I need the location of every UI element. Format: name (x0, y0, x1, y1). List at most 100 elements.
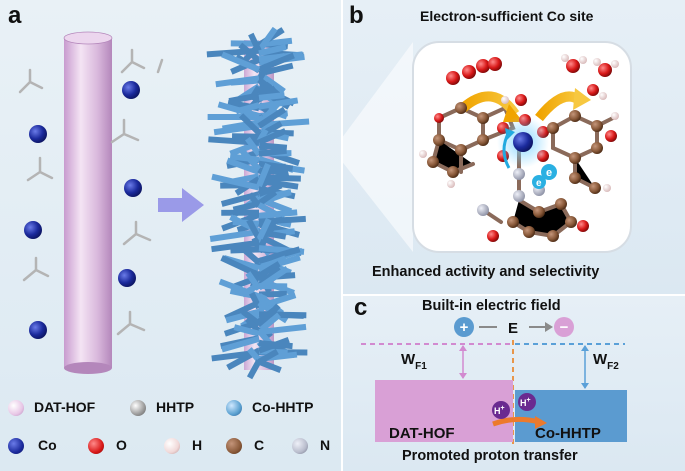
legend-c: C (254, 437, 265, 453)
panel-a (0, 0, 341, 471)
co-hhtp-stick (256, 162, 271, 188)
co-hhtp-stick (246, 218, 262, 241)
co-hhtp-stick (244, 316, 262, 334)
dat-hof-rod (63, 31, 113, 374)
oxygen-atom-icon (88, 438, 104, 454)
nitrogen-atom-icon (292, 438, 308, 454)
co-hhtp-stick (258, 209, 298, 219)
co-hhtp-stick (258, 323, 307, 336)
panel-c-caption: Promoted proton transfer (402, 448, 578, 464)
wf1-label: WF1 (401, 351, 427, 372)
co-hhtp-stick (256, 26, 278, 53)
co-hhtp-stick (220, 255, 261, 278)
co-hhtp-stick (257, 336, 290, 354)
legend-hhtp: HHTP (156, 399, 195, 415)
co-hhtp-stick (257, 261, 281, 279)
co-hhtp-stick (257, 265, 290, 291)
co-hhtp-stick (211, 239, 260, 253)
legend-h: H (192, 437, 203, 453)
legend-co: Co (38, 437, 57, 453)
cobalt-atoms (24, 81, 142, 339)
co-hhtp-stick (258, 147, 287, 157)
dat-hof-block (375, 380, 513, 442)
co-hhtp-stick (230, 77, 260, 86)
hydrogen-atoms (419, 54, 619, 192)
co-hhtp-stick (258, 142, 288, 151)
co-hhtp-stick (245, 271, 262, 291)
electron-icon-2 (532, 175, 546, 189)
panel-c: + − E WF1 WF2 H+ H+ DAT-HOF Co-HHTP (343, 296, 685, 471)
co-hhtp-stick (211, 173, 260, 191)
co-hhtp-stick (258, 254, 301, 273)
legend-o: O (116, 437, 127, 453)
co-hhtp-stick (258, 290, 287, 298)
co-hhtp-stick (221, 335, 260, 353)
panel-label-b: b (349, 2, 364, 29)
dat-hof-label: DAT-HOF (389, 425, 455, 442)
proton-label-1: H+ (494, 405, 505, 416)
panel-b-title: Electron-sufficient Co site (420, 8, 594, 24)
co-hhtp-stick (238, 42, 261, 63)
hhtp-linkers (18, 48, 164, 336)
proton-icon-2 (518, 393, 536, 411)
co-hhtp-stick (241, 309, 261, 327)
co-hhtp-stick (233, 324, 260, 337)
co-hhtp-stick (258, 92, 285, 101)
co-hhtp-stick (245, 136, 262, 157)
co-hhtp-stick (238, 147, 262, 172)
legend-n: N (320, 437, 331, 453)
panel-b: e e (343, 0, 685, 294)
transformation-arrow-icon (158, 188, 204, 222)
co-hhtp-stick (256, 217, 272, 242)
cobalt-site-atom (513, 132, 533, 152)
gray-sphere-icon (130, 400, 146, 416)
field-label: E (508, 320, 518, 337)
panel-label-a: a (8, 2, 22, 29)
co-hhtp-stick (258, 174, 301, 182)
co-hhtp-stick (232, 200, 260, 213)
co-hhtp-stick (257, 106, 287, 129)
co-hhtp-stick (226, 157, 261, 175)
hydrogen-atom-icon (164, 438, 180, 454)
co-hhtp-stick (228, 92, 260, 105)
panel-label-c: c (354, 294, 368, 321)
minus-symbol: − (560, 319, 569, 336)
co-hhtp-stick (258, 51, 304, 63)
co-hhtp-stick (257, 182, 283, 197)
oxygen-atoms (434, 57, 617, 242)
pink-sphere-icon (8, 400, 24, 416)
co-hhtp-stick (238, 113, 262, 135)
co-hhtp-stick (258, 118, 310, 129)
zoom-cone (343, 42, 413, 252)
blue-sphere-icon (226, 400, 242, 416)
legend-co-hhtp: Co-HHTP (252, 399, 314, 415)
panel-b-caption: Enhanced activity and selectivity (372, 264, 600, 280)
cobalt-atom-icon (8, 438, 24, 454)
panel-b-illustration: e e (343, 41, 632, 253)
co-hhtp-label: Co-HHTP (535, 425, 601, 442)
electron-label-2: e (536, 178, 542, 189)
co-hhtp-stick (217, 101, 260, 119)
wf2-label: WF2 (593, 351, 619, 372)
legend-dat-hof: DAT-HOF (34, 399, 96, 415)
co-hhtp-stick (256, 303, 281, 328)
co-hhtp-stick (257, 128, 287, 146)
co-hhtp-stick (257, 189, 278, 206)
co-hhtp-stick (257, 358, 282, 373)
electron-label-1: e (546, 167, 552, 179)
co-hhtp-stick (225, 308, 260, 324)
co-hhtp-stick (258, 44, 287, 57)
co-hhtp-stick (221, 51, 261, 73)
co-hhtp-stick (229, 153, 260, 163)
panel-a-illustration (18, 26, 310, 380)
co-hhtp-stick (224, 299, 261, 321)
co-hhtp-stick (248, 32, 262, 53)
negative-charge-icon (554, 317, 574, 337)
co-hhtp-stick (247, 347, 262, 363)
co-hhtp-stick (258, 246, 301, 264)
carbon-atom-icon (226, 438, 242, 454)
proton-label-2: H+ (520, 397, 531, 408)
co-hhtp-coated-rod (206, 26, 310, 380)
co-hhtp-stick (209, 228, 260, 242)
